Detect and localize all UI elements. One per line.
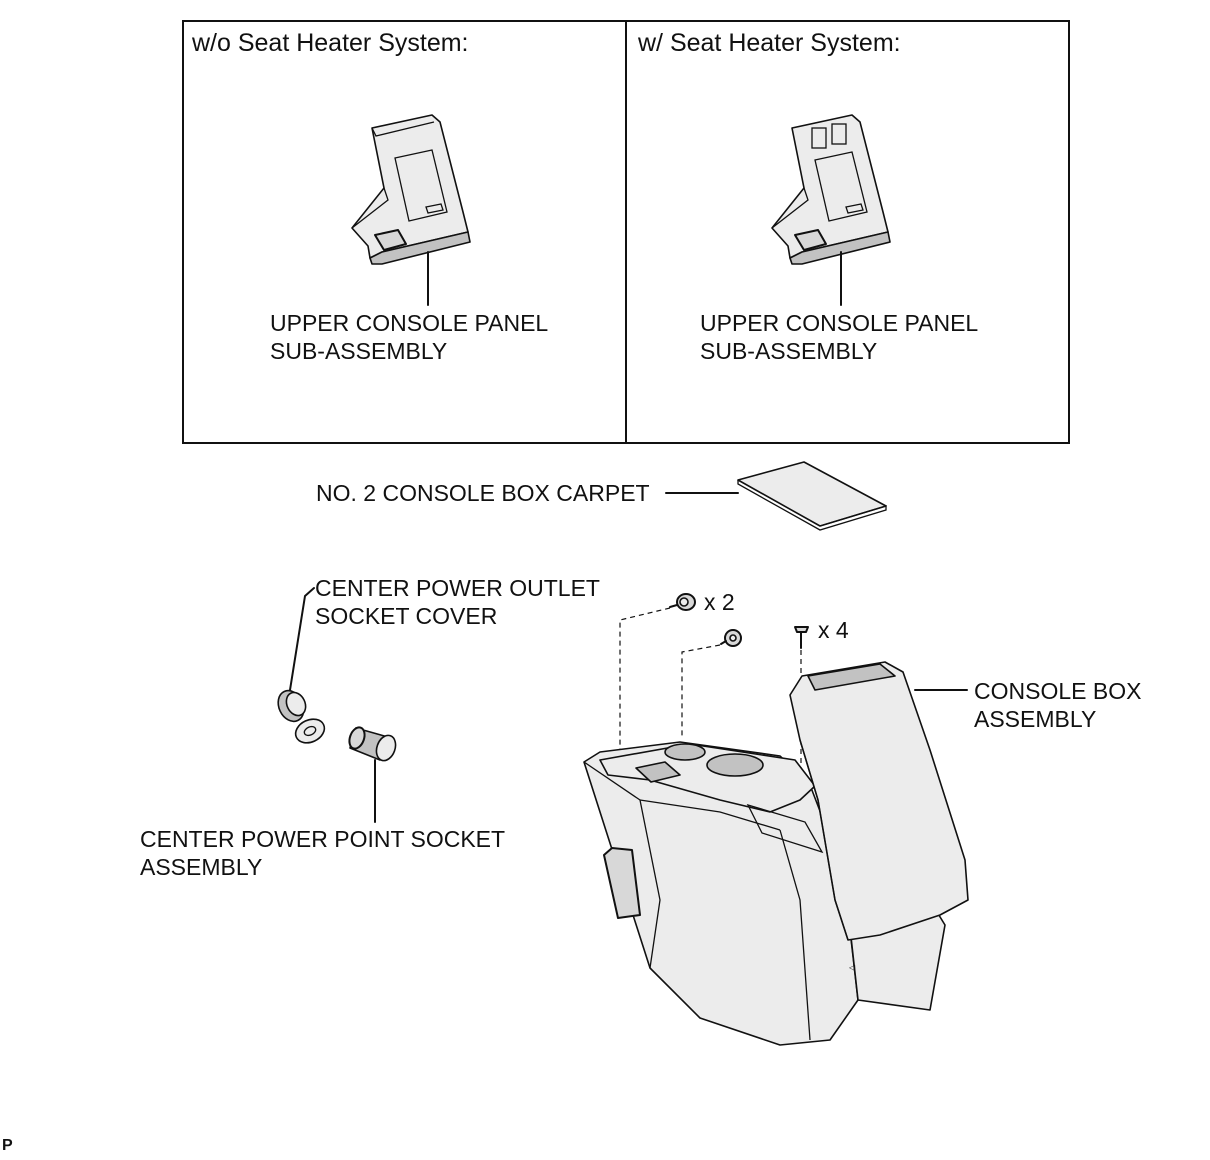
label-upper-console-panel-left: UPPER CONSOLE PANEL SUB-ASSEMBLY: [270, 310, 549, 364]
upper-console-panel-left: [351, 114, 471, 265]
upper-console-panel-right: [771, 114, 891, 265]
leader-socket-cover: [289, 587, 315, 691]
panel-title-with-heater: w/ Seat Heater System:: [638, 29, 901, 57]
panel-title-without-heater: w/o Seat Heater System:: [192, 29, 469, 57]
label-console-box-assembly: CONSOLE BOX ASSEMBLY: [974, 678, 1142, 732]
label-clip-quantity: x 2: [704, 589, 735, 615]
clip-path-2: [681, 644, 721, 738]
power-point-socket: [348, 726, 397, 762]
label-screw-quantity: x 4: [818, 617, 849, 643]
clip-icon: [720, 629, 742, 647]
power-outlet-socket-cover: [277, 689, 326, 744]
corner-mark: P: [2, 1137, 13, 1154]
label-socket-cover: CENTER POWER OUTLET SOCKET COVER: [315, 575, 600, 629]
console-box-assembly: ◁: [583, 661, 969, 1046]
svg-text:◁: ◁: [849, 963, 856, 972]
label-console-box-carpet: NO. 2 CONSOLE BOX CARPET: [316, 480, 650, 506]
console-box-carpet: [737, 461, 887, 531]
label-socket-assembly: CENTER POWER POINT SOCKET ASSEMBLY: [140, 826, 506, 880]
screw-icon: [794, 626, 809, 649]
frame-right: [625, 20, 1070, 444]
clip-icon: [669, 593, 696, 611]
label-upper-console-panel-right: UPPER CONSOLE PANEL SUB-ASSEMBLY: [700, 310, 979, 364]
